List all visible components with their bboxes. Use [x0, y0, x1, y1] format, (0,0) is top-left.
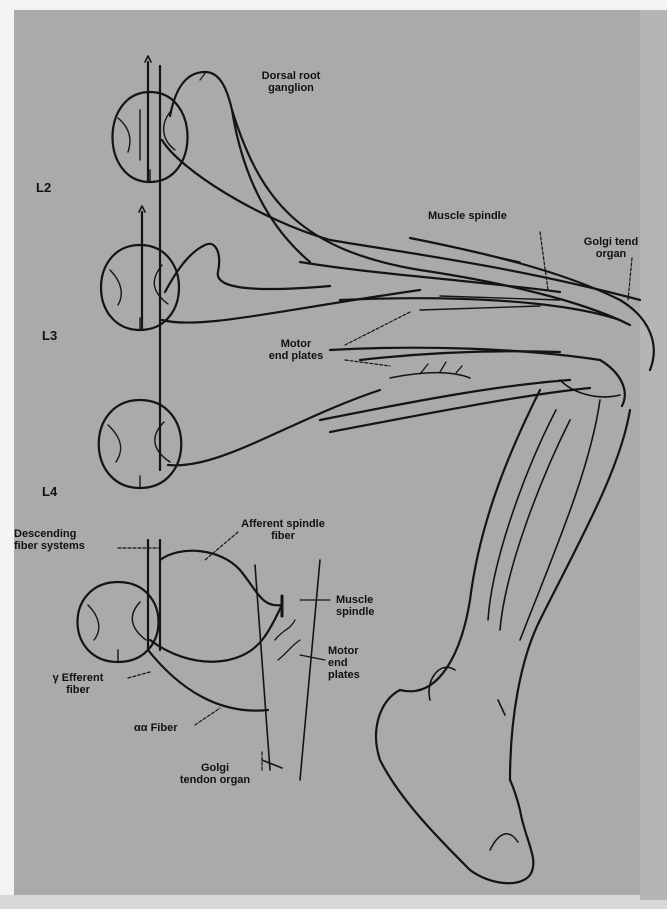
label-descending-fiber-systems: Descending fiber systems: [14, 528, 85, 552]
label-golgi-tendon-organ-top: Golgi tend organ: [578, 236, 644, 260]
label-muscle-spindle-inset: Muscle spindle: [336, 594, 375, 618]
label-dorsal-root-ganglion: Dorsal root ganglion: [246, 70, 336, 94]
label-motor-end-plates-inset: Motor end plates: [328, 645, 360, 681]
segment-label-l2: L2: [36, 180, 51, 195]
label-golgi-tendon-organ-inset: Golgi tendon organ: [160, 762, 270, 786]
label-gamma-efferent-fiber: γ Efferent fiber: [32, 672, 124, 696]
segment-label-l4: L4: [42, 484, 57, 499]
label-muscle-spindle: Muscle spindle: [428, 210, 507, 222]
label-afferent-spindle-fiber: Afferent spindle fiber: [228, 518, 338, 542]
segment-label-l3: L3: [42, 328, 57, 343]
label-alpha-fiber: αα Fiber: [134, 722, 177, 734]
label-motor-end-plates: Motor end plates: [254, 338, 338, 362]
